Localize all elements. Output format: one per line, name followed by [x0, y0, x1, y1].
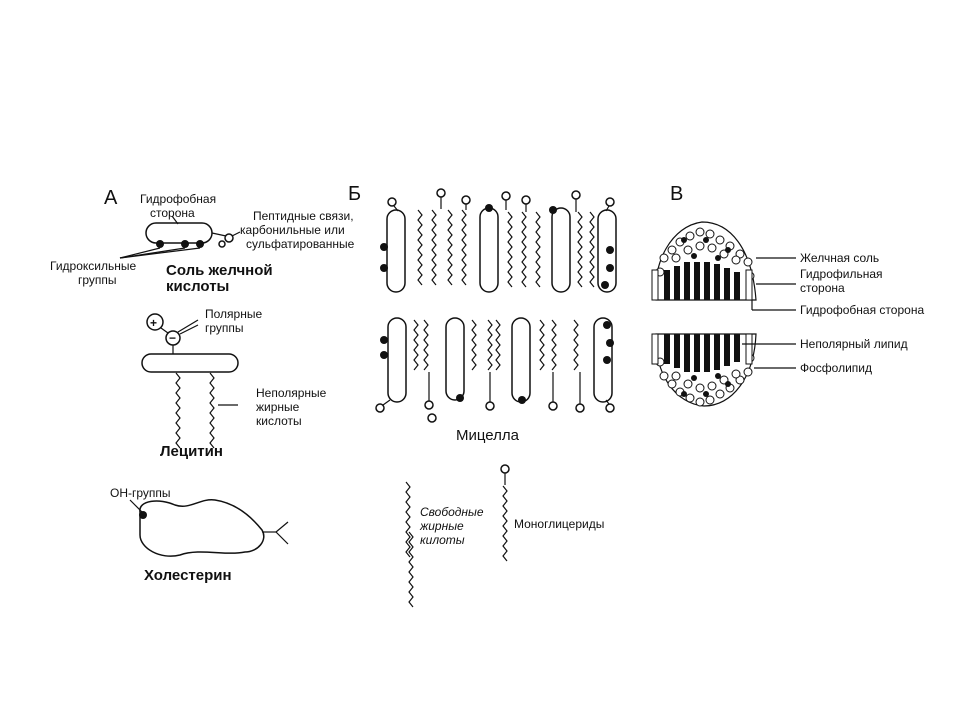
bile-salt-rod — [479, 207, 499, 293]
hydroxyl-dot — [156, 240, 164, 248]
monoglyceride-head — [500, 464, 510, 474]
hydroxyl-groups-label: Гидроксильные группы — [50, 259, 140, 287]
hydrophobic-side-label-c: Гидрофобная сторона — [800, 303, 924, 317]
plus-sign: + — [150, 316, 157, 330]
bile-salt-rod — [511, 317, 531, 403]
cholesterol-ring-body — [139, 499, 265, 557]
bile-salt-title: Соль желчной кислоты — [166, 262, 277, 295]
lecithin-molecule: + − — [141, 313, 239, 449]
peptide-bonds-label: Пептидные связи, карбонильные или сульфа… — [240, 209, 357, 251]
fatty-acid-chain — [209, 372, 215, 449]
panel-a-letter: А — [104, 187, 118, 209]
panel-c: В — [651, 183, 924, 407]
mixed-micelle-lower — [651, 333, 757, 407]
bile-salt-rod — [386, 209, 406, 293]
mixed-micelle-upper — [651, 221, 757, 301]
monoglyceride-chain — [502, 485, 508, 562]
hydrophobic-side-label: Гидрофобная сторона — [140, 192, 219, 220]
free-fatty-acids-label: Свободные жирные килоты — [419, 505, 487, 547]
panel-b: Б — [348, 183, 617, 608]
oh-groups-label: ОН-группы — [110, 486, 171, 500]
panel-c-letter: В — [670, 183, 683, 205]
phospholipid-label: Фосфолипид — [800, 361, 872, 375]
hydrophilic-side-label: Гидрофильная сторона — [800, 267, 886, 295]
fatty-acid-chain — [175, 372, 181, 449]
polar-groups-label: Полярные группы — [205, 307, 265, 335]
bile-salt-rod — [445, 317, 465, 401]
micelle-upper-layer — [380, 188, 617, 293]
nonpolar-fatty-acids-label: Неполярные жирные кислоты — [256, 386, 330, 428]
cholesterol-title: Холестерин — [144, 567, 232, 584]
hydroxyl-dot — [181, 240, 189, 248]
minus-sign: − — [169, 331, 176, 345]
bile-salt-body — [145, 222, 213, 244]
lecithin-title: Лецитин — [160, 443, 223, 460]
panel-c-leader-lines — [742, 257, 796, 369]
bile-salt-label: Желчная соль — [800, 251, 879, 265]
lecithin-glycerol-body — [141, 353, 239, 373]
free-fatty-acid-chain — [408, 531, 414, 608]
oh-group-dot — [139, 511, 147, 519]
cholesterol-molecule — [129, 499, 289, 557]
free-fatty-acid-chain — [405, 481, 411, 558]
polar-head-circle — [218, 240, 226, 248]
plus-charge-circle — [146, 313, 164, 331]
monoglycerides-label: Моноглицериды — [514, 517, 604, 531]
micelle-lower-layer — [375, 317, 615, 423]
bile-salt-rod — [387, 317, 407, 403]
panel-a: А Гидрофобная сторона Пептидные связи, к… — [50, 187, 357, 584]
nonpolar-lipid-label: Неполярный липид — [800, 337, 908, 351]
panel-b-letter: Б — [348, 183, 361, 205]
bile-salt-molecule — [119, 215, 241, 259]
hydroxyl-dot — [196, 240, 204, 248]
bile-salt-rod — [551, 207, 571, 293]
polar-head-circle — [224, 233, 234, 243]
micelle-title: Мицелла — [456, 427, 520, 444]
